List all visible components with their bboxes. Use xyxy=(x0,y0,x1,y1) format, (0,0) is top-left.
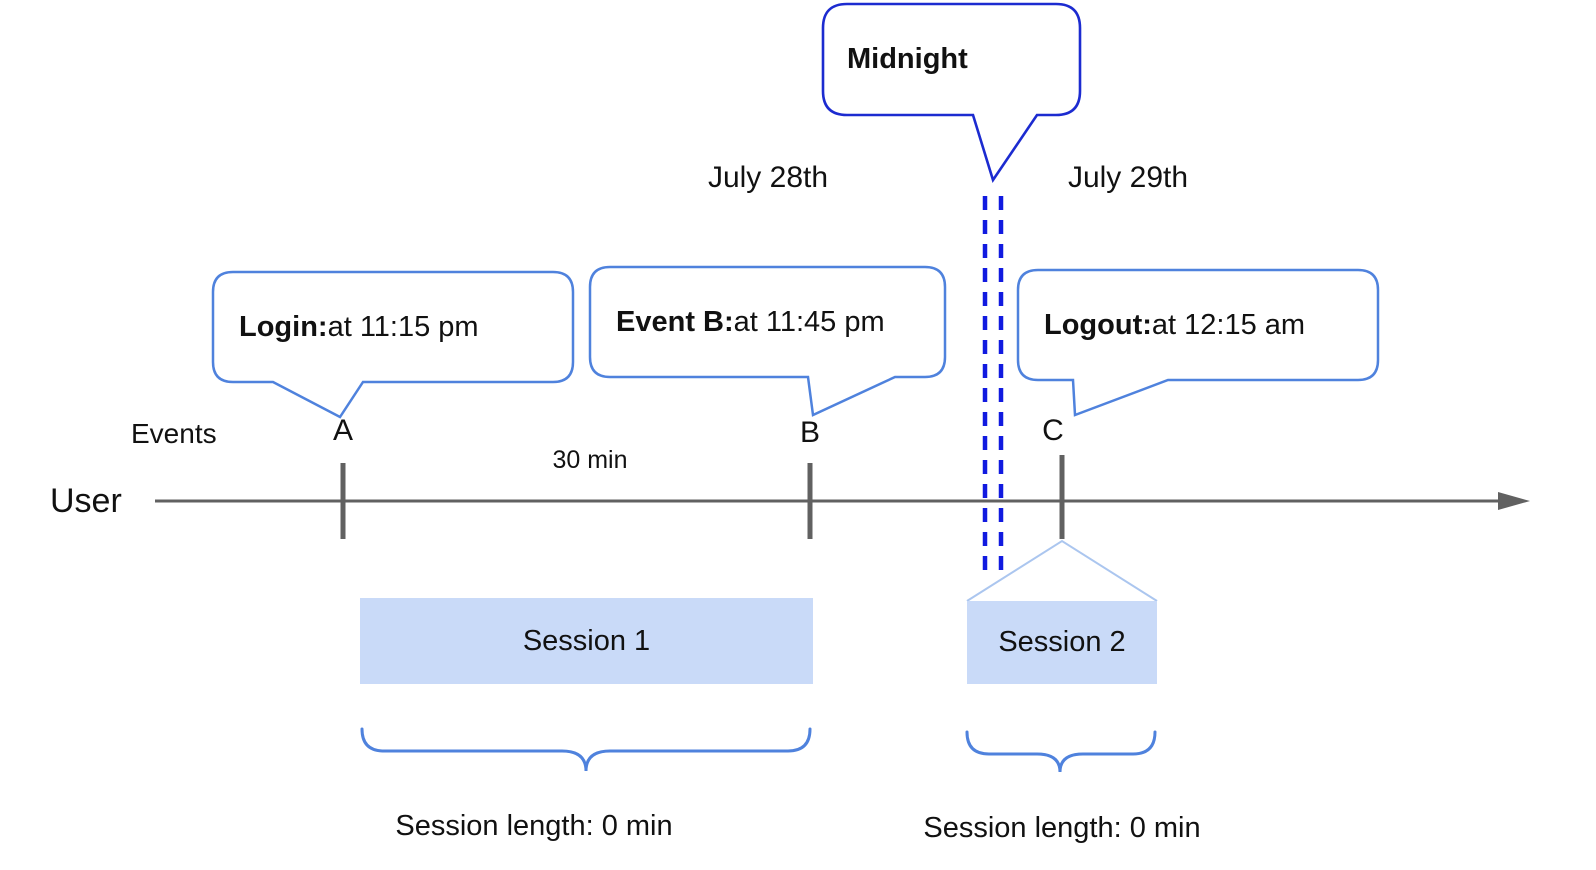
session2-pointer-triangle xyxy=(966,539,1158,602)
session2-box: Session 2 xyxy=(967,601,1157,684)
event-b-callout-bold: Event B: xyxy=(616,305,734,338)
logout-callout-text: Logout: at 12:15 am xyxy=(1018,270,1378,380)
login-callout-bubble xyxy=(211,270,575,419)
session1-length-brace xyxy=(360,727,812,772)
logout-callout-time: at 12:15 am xyxy=(1151,308,1306,341)
event-b-callout-time: at 11:45 pm xyxy=(733,305,885,338)
session2-label: Session 2 xyxy=(998,626,1126,658)
midnight-callout-bubble xyxy=(821,2,1082,183)
date-label-july-29: July 29th xyxy=(1067,161,1189,194)
event-mark-c: C xyxy=(1042,414,1064,447)
event-mark-b: B xyxy=(799,416,820,449)
event-mark-a: A xyxy=(332,414,353,447)
login-callout-text: Login: at 11:15 pm xyxy=(213,272,573,382)
event-b-callout-bubble xyxy=(588,265,947,417)
session1-length-label: Session length: 0 min xyxy=(395,810,673,842)
login-callout-bold: Login: xyxy=(239,310,328,343)
interval-label-30min: 30 min xyxy=(552,446,628,474)
session1-label: Session 1 xyxy=(522,624,651,657)
login-callout-time: at 11:15 pm xyxy=(327,310,479,343)
session2-length-brace xyxy=(965,730,1157,773)
timeline-arrowhead-icon xyxy=(1498,492,1530,510)
session1-box: Session 1 xyxy=(360,598,813,684)
logout-callout-bubble xyxy=(1016,268,1380,417)
event-b-callout-text: Event B: at 11:45 pm xyxy=(590,267,945,377)
user-axis-label: User xyxy=(50,482,122,520)
midnight-callout-label: Midnight xyxy=(847,43,968,75)
events-axis-label: Events xyxy=(131,418,217,449)
logout-callout-bold: Logout: xyxy=(1044,308,1152,341)
session2-length-label: Session length: 0 min xyxy=(923,812,1201,844)
date-label-july-28: July 28th xyxy=(707,161,829,194)
